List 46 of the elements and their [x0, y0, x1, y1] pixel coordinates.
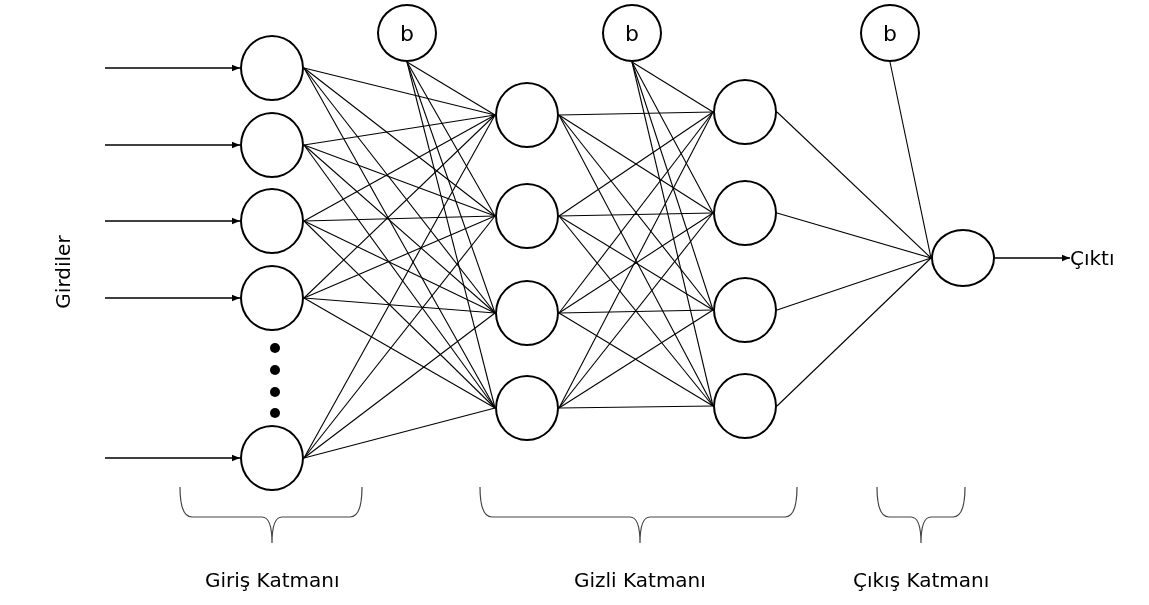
connection-line: [303, 220, 496, 314]
axis-title: Girdiler: [50, 235, 75, 309]
connection-line: [303, 144, 496, 409]
layer-title: Çıkış Katmanı: [853, 568, 990, 592]
bias-node: b: [860, 4, 920, 62]
connection-line: [776, 257, 932, 407]
connection-line: [631, 61, 714, 113]
connection-line: [558, 212, 714, 217]
arrow: [104, 64, 241, 72]
arrow: [994, 254, 1071, 262]
connection-line: [406, 61, 496, 116]
connection-line: [303, 114, 496, 222]
connection-line: [631, 61, 714, 214]
connection-line: [303, 144, 496, 314]
connection-line: [776, 257, 932, 311]
connection-line: [776, 111, 932, 259]
connection-line: [303, 144, 496, 217]
connection-line: [303, 297, 496, 409]
connection-line: [303, 312, 496, 459]
connection-line: [558, 405, 714, 409]
connection-line: [303, 215, 496, 459]
bias-node: b: [602, 4, 662, 62]
layer-title: Giriş Katmanı: [205, 568, 340, 592]
connection-line: [303, 297, 496, 314]
output-label: Çıktı: [1070, 245, 1115, 271]
arrow: [104, 141, 241, 149]
connection-line: [776, 212, 932, 259]
connection-line: [303, 67, 496, 116]
layer-title: Gizli Katmanı: [574, 568, 706, 592]
arrow: [104, 217, 241, 225]
connection-line: [558, 111, 714, 116]
connection-line: [303, 215, 496, 222]
connection-line: [303, 220, 496, 409]
connection-line: [406, 61, 496, 217]
bias-node: b: [377, 4, 437, 62]
connection-line: [303, 215, 496, 299]
connection-line: [303, 114, 496, 146]
connection-line: [558, 309, 714, 314]
connection-line: [406, 61, 496, 314]
connection-line: [889, 61, 932, 259]
arrow: [104, 294, 241, 302]
neuron-circle: [931, 229, 995, 287]
arrow: [104, 454, 241, 462]
connection-line: [303, 114, 496, 299]
connection-line: [303, 407, 496, 459]
connection-line: [303, 67, 496, 217]
